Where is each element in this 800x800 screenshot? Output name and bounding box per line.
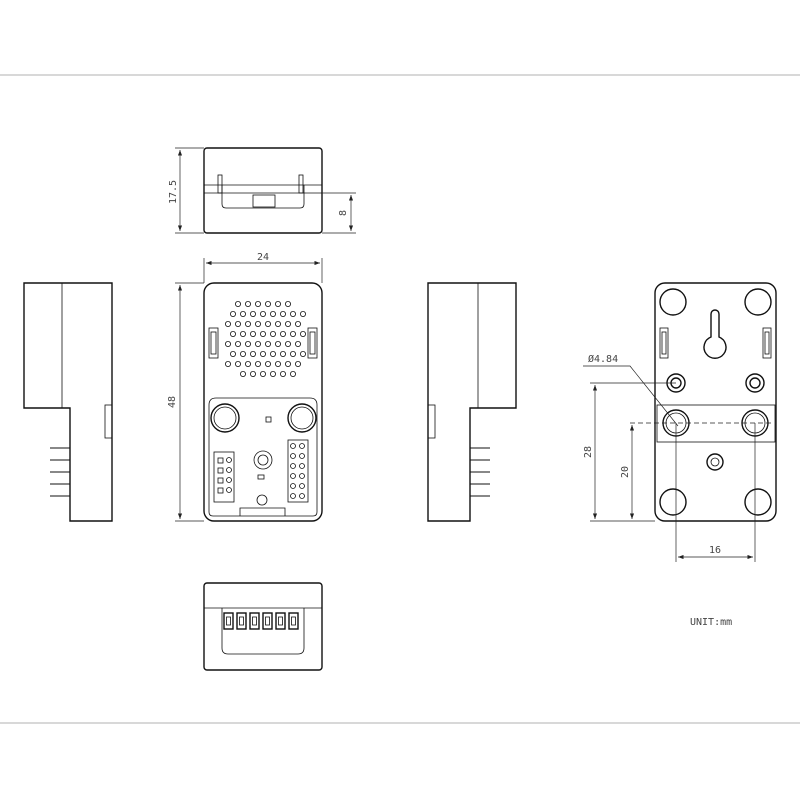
- grille-hole: [244, 360, 251, 367]
- grille-hole: [254, 300, 261, 307]
- grille-hole: [284, 320, 291, 327]
- grille-hole: [254, 320, 261, 327]
- grille-hole: [264, 360, 271, 367]
- grille-hole: [234, 300, 241, 307]
- grille-hole: [234, 360, 241, 367]
- grille-hole: [254, 360, 261, 367]
- grille-hole: [229, 310, 236, 317]
- dim-hole-diameter: Ø4.84: [588, 353, 618, 365]
- front-view: [175, 258, 323, 522]
- grille-hole: [244, 300, 251, 307]
- unit-label: UNIT:mm: [690, 617, 732, 628]
- speaker-grille: [224, 300, 306, 377]
- grille-hole: [234, 340, 241, 347]
- dim-width-24: 24: [257, 252, 269, 263]
- dim-mount-20: 20: [620, 466, 631, 478]
- grille-hole: [229, 350, 236, 357]
- grille-hole: [244, 340, 251, 347]
- grille-hole: [289, 350, 296, 357]
- dim-length-48: 48: [167, 396, 178, 408]
- grille-hole: [244, 320, 251, 327]
- grille-hole: [249, 370, 256, 377]
- top-view: [175, 147, 356, 234]
- grille-hole: [269, 330, 276, 337]
- grille-hole: [284, 340, 291, 347]
- grille-hole: [274, 360, 281, 367]
- grille-hole: [264, 340, 271, 347]
- left-side-view: [23, 282, 113, 522]
- grille-hole: [299, 330, 306, 337]
- connector-pin: [275, 612, 286, 630]
- grille-hole: [239, 310, 246, 317]
- grille-hole: [294, 340, 301, 347]
- grille-hole: [229, 330, 236, 337]
- grille-hole: [299, 350, 306, 357]
- dim-mount-28: 28: [583, 446, 594, 458]
- grille-hole: [279, 350, 286, 357]
- grille-hole: [289, 330, 296, 337]
- grille-hole: [294, 360, 301, 367]
- grille-hole: [274, 300, 281, 307]
- grille-hole: [259, 310, 266, 317]
- grille-hole: [234, 320, 241, 327]
- grille-hole: [239, 330, 246, 337]
- grille-hole: [224, 340, 231, 347]
- connector-pin: [236, 612, 247, 630]
- grille-hole: [274, 320, 281, 327]
- dim-height-17-5: 17.5: [168, 180, 179, 204]
- grille-hole: [224, 360, 231, 367]
- grille-hole: [294, 320, 301, 327]
- grille-hole: [249, 310, 256, 317]
- grille-hole: [259, 330, 266, 337]
- grille-hole: [249, 350, 256, 357]
- grille-hole: [239, 370, 246, 377]
- grille-hole: [264, 300, 271, 307]
- grille-hole: [269, 370, 276, 377]
- dim-height-8: 8: [338, 210, 349, 216]
- grille-hole: [264, 320, 271, 327]
- grille-hole: [284, 360, 291, 367]
- grille-hole: [224, 320, 231, 327]
- grille-hole: [274, 340, 281, 347]
- grille-hole: [254, 340, 261, 347]
- grille-hole: [259, 350, 266, 357]
- connector-pin: [262, 612, 273, 630]
- connector-pin: [249, 612, 260, 630]
- dim-hole-spacing-16: 16: [709, 545, 721, 556]
- grille-hole: [279, 310, 286, 317]
- right-side-view: [427, 282, 517, 522]
- grille-hole: [289, 310, 296, 317]
- bottom-view: [203, 582, 323, 671]
- grille-hole: [269, 350, 276, 357]
- grille-hole: [249, 330, 256, 337]
- grille-hole: [269, 310, 276, 317]
- grille-hole: [279, 330, 286, 337]
- connector-pin: [288, 612, 299, 630]
- grille-hole: [239, 350, 246, 357]
- grille-hole: [279, 370, 286, 377]
- back-view: [583, 282, 777, 562]
- grille-hole: [284, 300, 291, 307]
- grille-hole: [259, 370, 266, 377]
- grille-hole: [289, 370, 296, 377]
- connector-pin: [223, 612, 234, 630]
- grille-hole: [299, 310, 306, 317]
